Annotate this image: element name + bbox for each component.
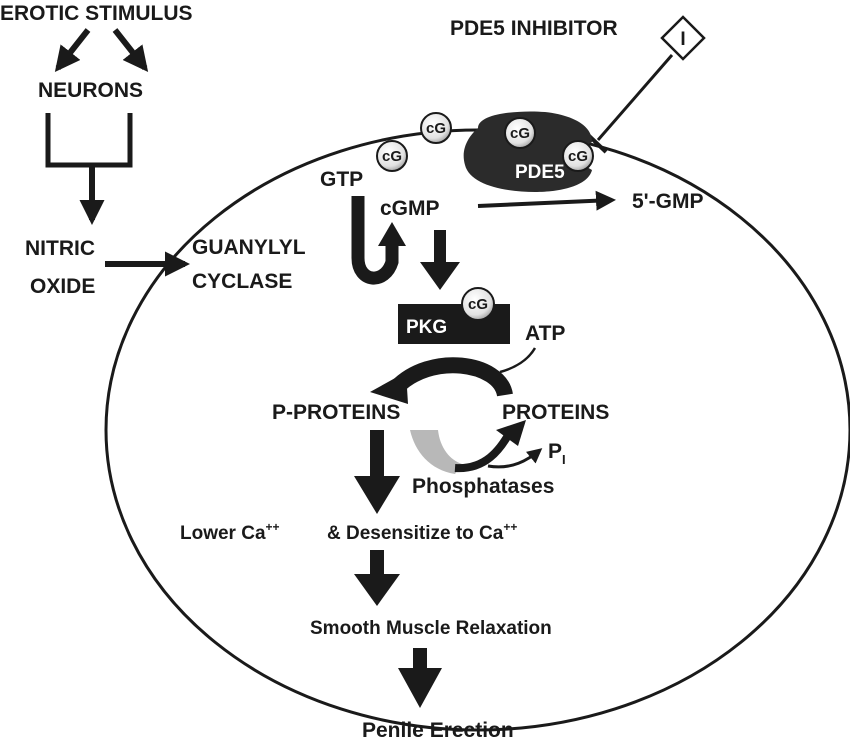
cell-membrane <box>104 128 850 732</box>
arrow-stimulus-to-neurons-right <box>112 28 149 72</box>
neurons-label: NEURONS <box>38 79 143 102</box>
atp-label: ATP <box>525 322 565 345</box>
smooth-muscle-relaxation-label: Smooth Muscle Relaxation <box>310 618 552 639</box>
gtp-label: GTP <box>320 168 363 191</box>
phosphorylation-arc <box>390 357 513 398</box>
pde5-inhibitor-label: PDE5 INHIBITOR <box>450 17 618 40</box>
gtp-to-cgmp-arrowhead <box>378 222 406 246</box>
phosphatase-arc <box>454 430 514 473</box>
inhibition-line <box>596 54 674 141</box>
arrow-cgmp-to-pkg-shaft <box>434 230 446 266</box>
circle-cg-icon: cG <box>420 112 452 144</box>
arrow-pproteins-to-ca-head <box>354 476 400 514</box>
circle-cg-icon: cG <box>504 117 536 149</box>
arrow-ca-to-relaxation-shaft <box>370 550 384 580</box>
cyclase-label: CYCLASE <box>192 270 292 293</box>
proteins-label: PROTEINS <box>502 401 609 424</box>
cg-label: cG <box>382 148 402 165</box>
circle-cg-icon: cG <box>562 140 594 172</box>
arrow-relaxation-to-erection-shaft <box>413 648 427 674</box>
atp-input-curve <box>499 347 537 374</box>
cg-label: cG <box>426 120 446 137</box>
penile-erection-label: Penile Erection <box>362 719 514 742</box>
pi-subscript: I <box>562 452 566 467</box>
pi-label: PI <box>548 440 566 467</box>
phosphorylation-arrowhead <box>370 372 408 404</box>
arrow-ca-to-relaxation-head <box>354 574 400 606</box>
phosphatase-arc-shade <box>410 430 462 474</box>
desensitize-text: & Desensitize to Ca <box>327 523 504 544</box>
arrow-relaxation-to-erection-head <box>398 668 442 708</box>
arrow-cgmp-to-5gmp <box>477 190 616 211</box>
cgmp-label: cGMP <box>380 197 440 220</box>
oxide-label: OXIDE <box>30 275 95 298</box>
phosphatase-arrowhead <box>496 420 526 446</box>
diamond-icon: I <box>660 15 706 61</box>
five-gmp-label: 5'-GMP <box>632 190 704 213</box>
pde5-enzyme: PDE5 <box>463 111 592 192</box>
erotic-stimulus-label: EROTIC STIMULUS <box>0 2 193 25</box>
pkg-label: PKG <box>406 317 447 338</box>
p-proteins-label: P-PROTEINS <box>272 401 400 424</box>
cg-label: cG <box>510 125 530 142</box>
circle-cg-icon: cG <box>461 287 495 321</box>
nitric-label: NITRIC <box>25 237 95 260</box>
arrow-pproteins-to-ca-shaft <box>370 430 384 480</box>
circle-cg-icon: cG <box>376 140 408 172</box>
arrow-cgmp-to-pkg-head <box>420 262 460 290</box>
pde5-label: PDE5 <box>515 162 565 183</box>
lower-ca-label: Lower Ca++ <box>180 520 280 544</box>
lower-ca-text: Lower Ca <box>180 523 266 544</box>
cg-label: cG <box>468 296 488 313</box>
arrow-stimulus-to-neurons-left <box>54 28 91 72</box>
inhibitor-symbol: I <box>680 29 685 50</box>
lower-ca-superscript: ++ <box>266 520 280 534</box>
cg-label: cG <box>568 148 588 165</box>
guanylyl-label: GUANYLYL <box>192 236 306 259</box>
phosphatases-label: Phosphatases <box>412 475 554 498</box>
desensitize-label: & Desensitize to Ca++ <box>327 520 517 544</box>
neurons-convergence-bracket <box>45 113 133 168</box>
gtp-to-cgmp-conversion-arrow <box>351 196 399 285</box>
pi-letter: P <box>548 440 562 463</box>
arrow-to-pi <box>487 448 543 469</box>
desensitize-superscript: ++ <box>503 520 517 534</box>
